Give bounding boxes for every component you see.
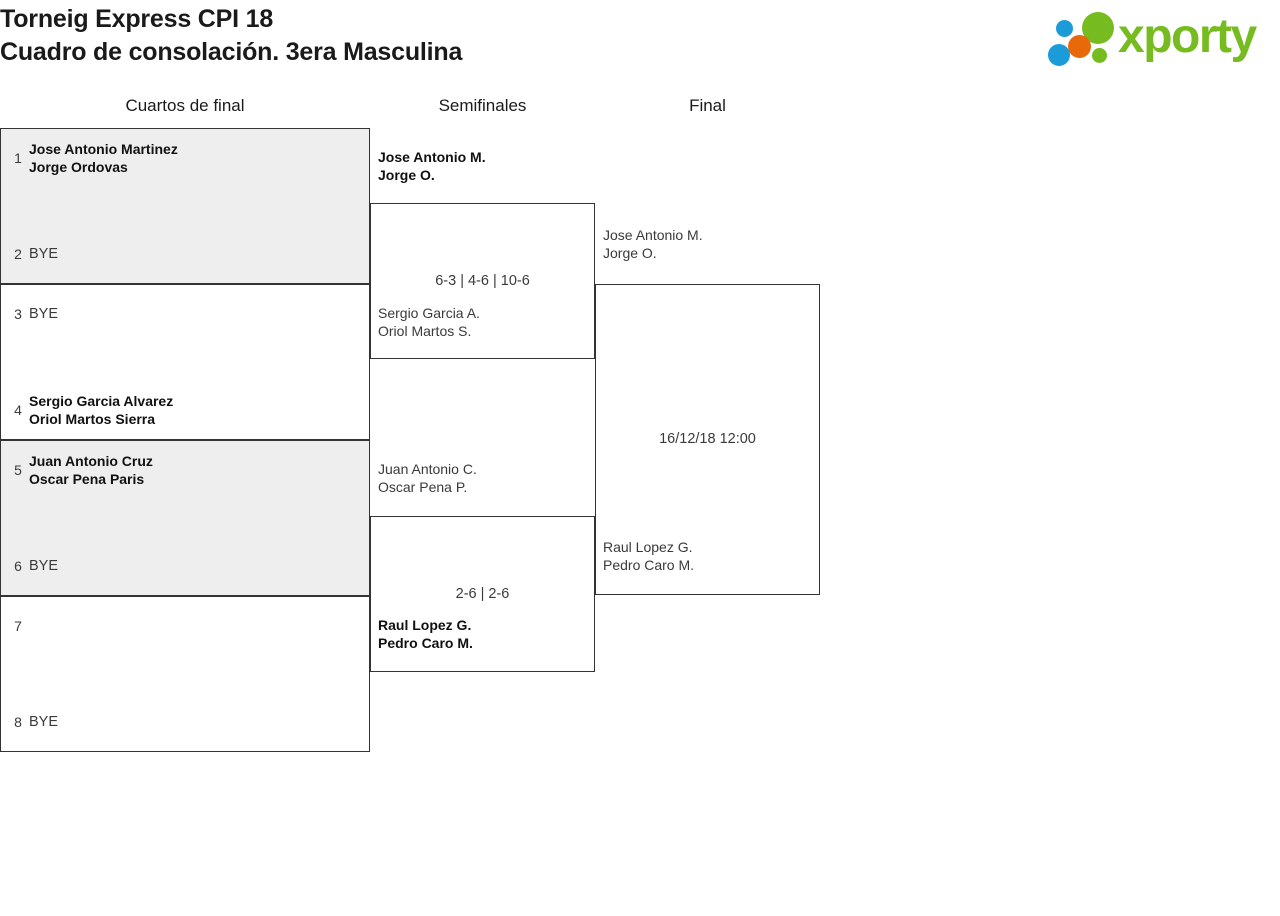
bracket-slot[interactable]: 7 (1, 603, 369, 649)
seed-number: 3 (14, 306, 22, 322)
seed-number: 5 (14, 462, 22, 478)
match-schedule: 16/12/18 12:00 (659, 431, 756, 447)
team-name: Juan Antonio C. Oscar Pena P. (378, 461, 477, 495)
team-name: Jose Antonio M. Jorge O. (603, 227, 703, 261)
match-r2-1[interactable] (370, 203, 595, 359)
seed-number: 2 (14, 246, 22, 262)
bracket-slot[interactable]: 8 BYE (1, 699, 369, 745)
team-name: Sergio Garcia A. Oriol Martos S. (378, 305, 480, 339)
bracket-slot[interactable]: 3 BYE (1, 291, 369, 337)
team-name: BYE (29, 558, 59, 574)
team-name: Raul Lopez G. Pedro Caro M. (603, 539, 695, 573)
round-header-final: Final (689, 96, 726, 115)
page-header: Torneig Express CPI 18 Cuadro de consola… (0, 0, 1280, 88)
round-header-semifinals: Semifinales (438, 96, 527, 115)
team-name: BYE (29, 714, 59, 730)
team-name: Raul Lopez G. Pedro Caro M. (378, 617, 473, 651)
page-title: Torneig Express CPI 18 Cuadro de consola… (0, 3, 462, 69)
logo-dot-green-small (1092, 48, 1107, 63)
xporty-logo[interactable]: xporty (1046, 6, 1272, 68)
team-name: BYE (29, 306, 59, 322)
team-name: Juan Antonio Cruz Oscar Pena Paris (29, 453, 153, 487)
match-r1-4[interactable]: 7 8 BYE (0, 596, 370, 752)
team-name: Jose Antonio M. Jorge O. (378, 149, 486, 183)
match-score: 6-3 | 4-6 | 10-6 (435, 273, 530, 289)
round-header-quarterfinals: Cuartos de final (125, 96, 245, 115)
tournament-name: Torneig Express CPI 18 (0, 5, 274, 33)
match-score: 2-6 | 2-6 (455, 586, 510, 602)
logo-wordmark: xporty (1118, 10, 1257, 63)
bracket-slot[interactable]: 4 Sergio Garcia Alvarez Oriol Martos Sie… (1, 387, 369, 433)
match-r1-2[interactable]: 3 BYE 4 Sergio Garcia Alvarez Oriol Mart… (0, 284, 370, 440)
team-name: Sergio Garcia Alvarez Oriol Martos Sierr… (29, 393, 174, 427)
bracket-slot[interactable]: 6 BYE (1, 543, 369, 589)
logo-dot-orange (1068, 35, 1091, 58)
match-r2-2[interactable] (370, 516, 595, 672)
bracket-slot[interactable]: 5 Juan Antonio Cruz Oscar Pena Paris (1, 447, 369, 493)
team-name: Jose Antonio Martinez Jorge Ordovas (29, 141, 178, 175)
match-final[interactable] (595, 284, 820, 595)
match-r1-3[interactable]: 5 Juan Antonio Cruz Oscar Pena Paris 6 B… (0, 440, 370, 596)
seed-number: 7 (14, 618, 22, 634)
bracket-slot[interactable]: 1 Jose Antonio Martinez Jorge Ordovas (1, 135, 369, 181)
seed-number: 4 (14, 402, 22, 418)
team-name: BYE (29, 246, 59, 262)
seed-number: 1 (14, 150, 22, 166)
bracket-subtitle: Cuadro de consolación. 3era Masculina (0, 38, 463, 66)
logo-dots-icon (1046, 10, 1128, 66)
seed-number: 8 (14, 714, 22, 730)
logo-dot-blue-large (1048, 44, 1070, 66)
match-r1-1[interactable]: 1 Jose Antonio Martinez Jorge Ordovas 2 … (0, 128, 370, 284)
logo-dot-blue-small (1056, 20, 1073, 37)
bracket-slot[interactable]: 2 BYE (1, 231, 369, 277)
seed-number: 6 (14, 558, 22, 574)
